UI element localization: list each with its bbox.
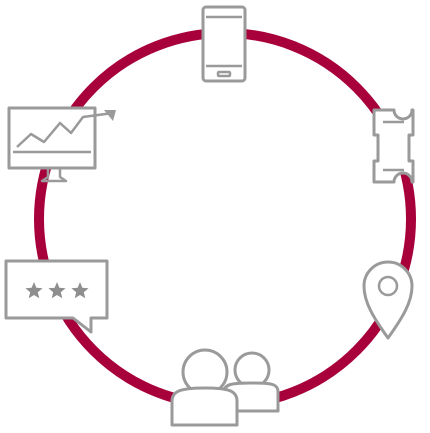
cycle-ring — [34, 28, 416, 410]
trend-monitor-icon — [7, 106, 116, 183]
star-icon — [48, 282, 66, 299]
star-icon — [71, 282, 89, 299]
ticket-icon — [372, 108, 415, 184]
users-icon — [170, 348, 280, 427]
location-pin-icon — [362, 260, 414, 340]
rating-stars — [25, 282, 89, 299]
smartphone-icon — [201, 5, 247, 83]
rating-speech-bubble-icon — [4, 259, 109, 334]
star-icon — [25, 282, 43, 299]
